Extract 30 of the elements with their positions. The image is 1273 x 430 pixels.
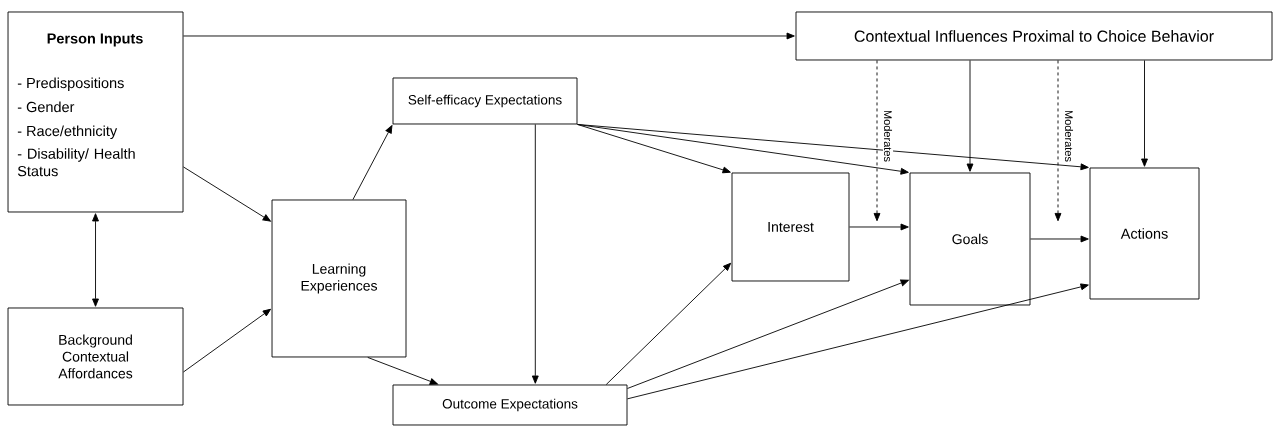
process-box: Goals	[909, 172, 1031, 306]
process-box: Learning Experiences	[271, 199, 407, 358]
arrow	[352, 125, 393, 200]
arrow	[1054, 60, 1062, 222]
arrow	[605, 262, 732, 385]
process-box: Outcome Expectations	[392, 384, 628, 426]
arrow	[183, 166, 271, 222]
process-box: Actions	[1089, 167, 1200, 300]
arrow	[849, 223, 909, 231]
arrow	[966, 60, 974, 172]
arrow	[577, 124, 731, 174]
process-box: Background Contextual Affordances	[7, 307, 184, 406]
arrow	[92, 213, 99, 307]
process-box: Interest	[731, 172, 850, 282]
arrow	[627, 279, 909, 389]
arrow	[183, 308, 271, 373]
process-box: Self-efficacy Expectations	[392, 77, 578, 125]
arrow	[183, 32, 795, 40]
arrow	[1030, 235, 1089, 243]
process-box: Person Inputs - Predispositions - Gender - Race/ethnicity - Disability/ Health Status	[7, 11, 184, 213]
process-box: Contextual Influences Proximal to Choice Behavior	[795, 11, 1273, 61]
arrow	[531, 124, 539, 384]
edge-label: Moderates	[882, 109, 894, 163]
arrow	[627, 283, 1089, 400]
edge-label: Moderates	[1063, 109, 1075, 163]
arrow	[577, 124, 909, 175]
arrow	[1141, 60, 1148, 167]
arrow	[367, 357, 438, 385]
arrow	[577, 124, 1089, 171]
arrow	[873, 60, 881, 222]
